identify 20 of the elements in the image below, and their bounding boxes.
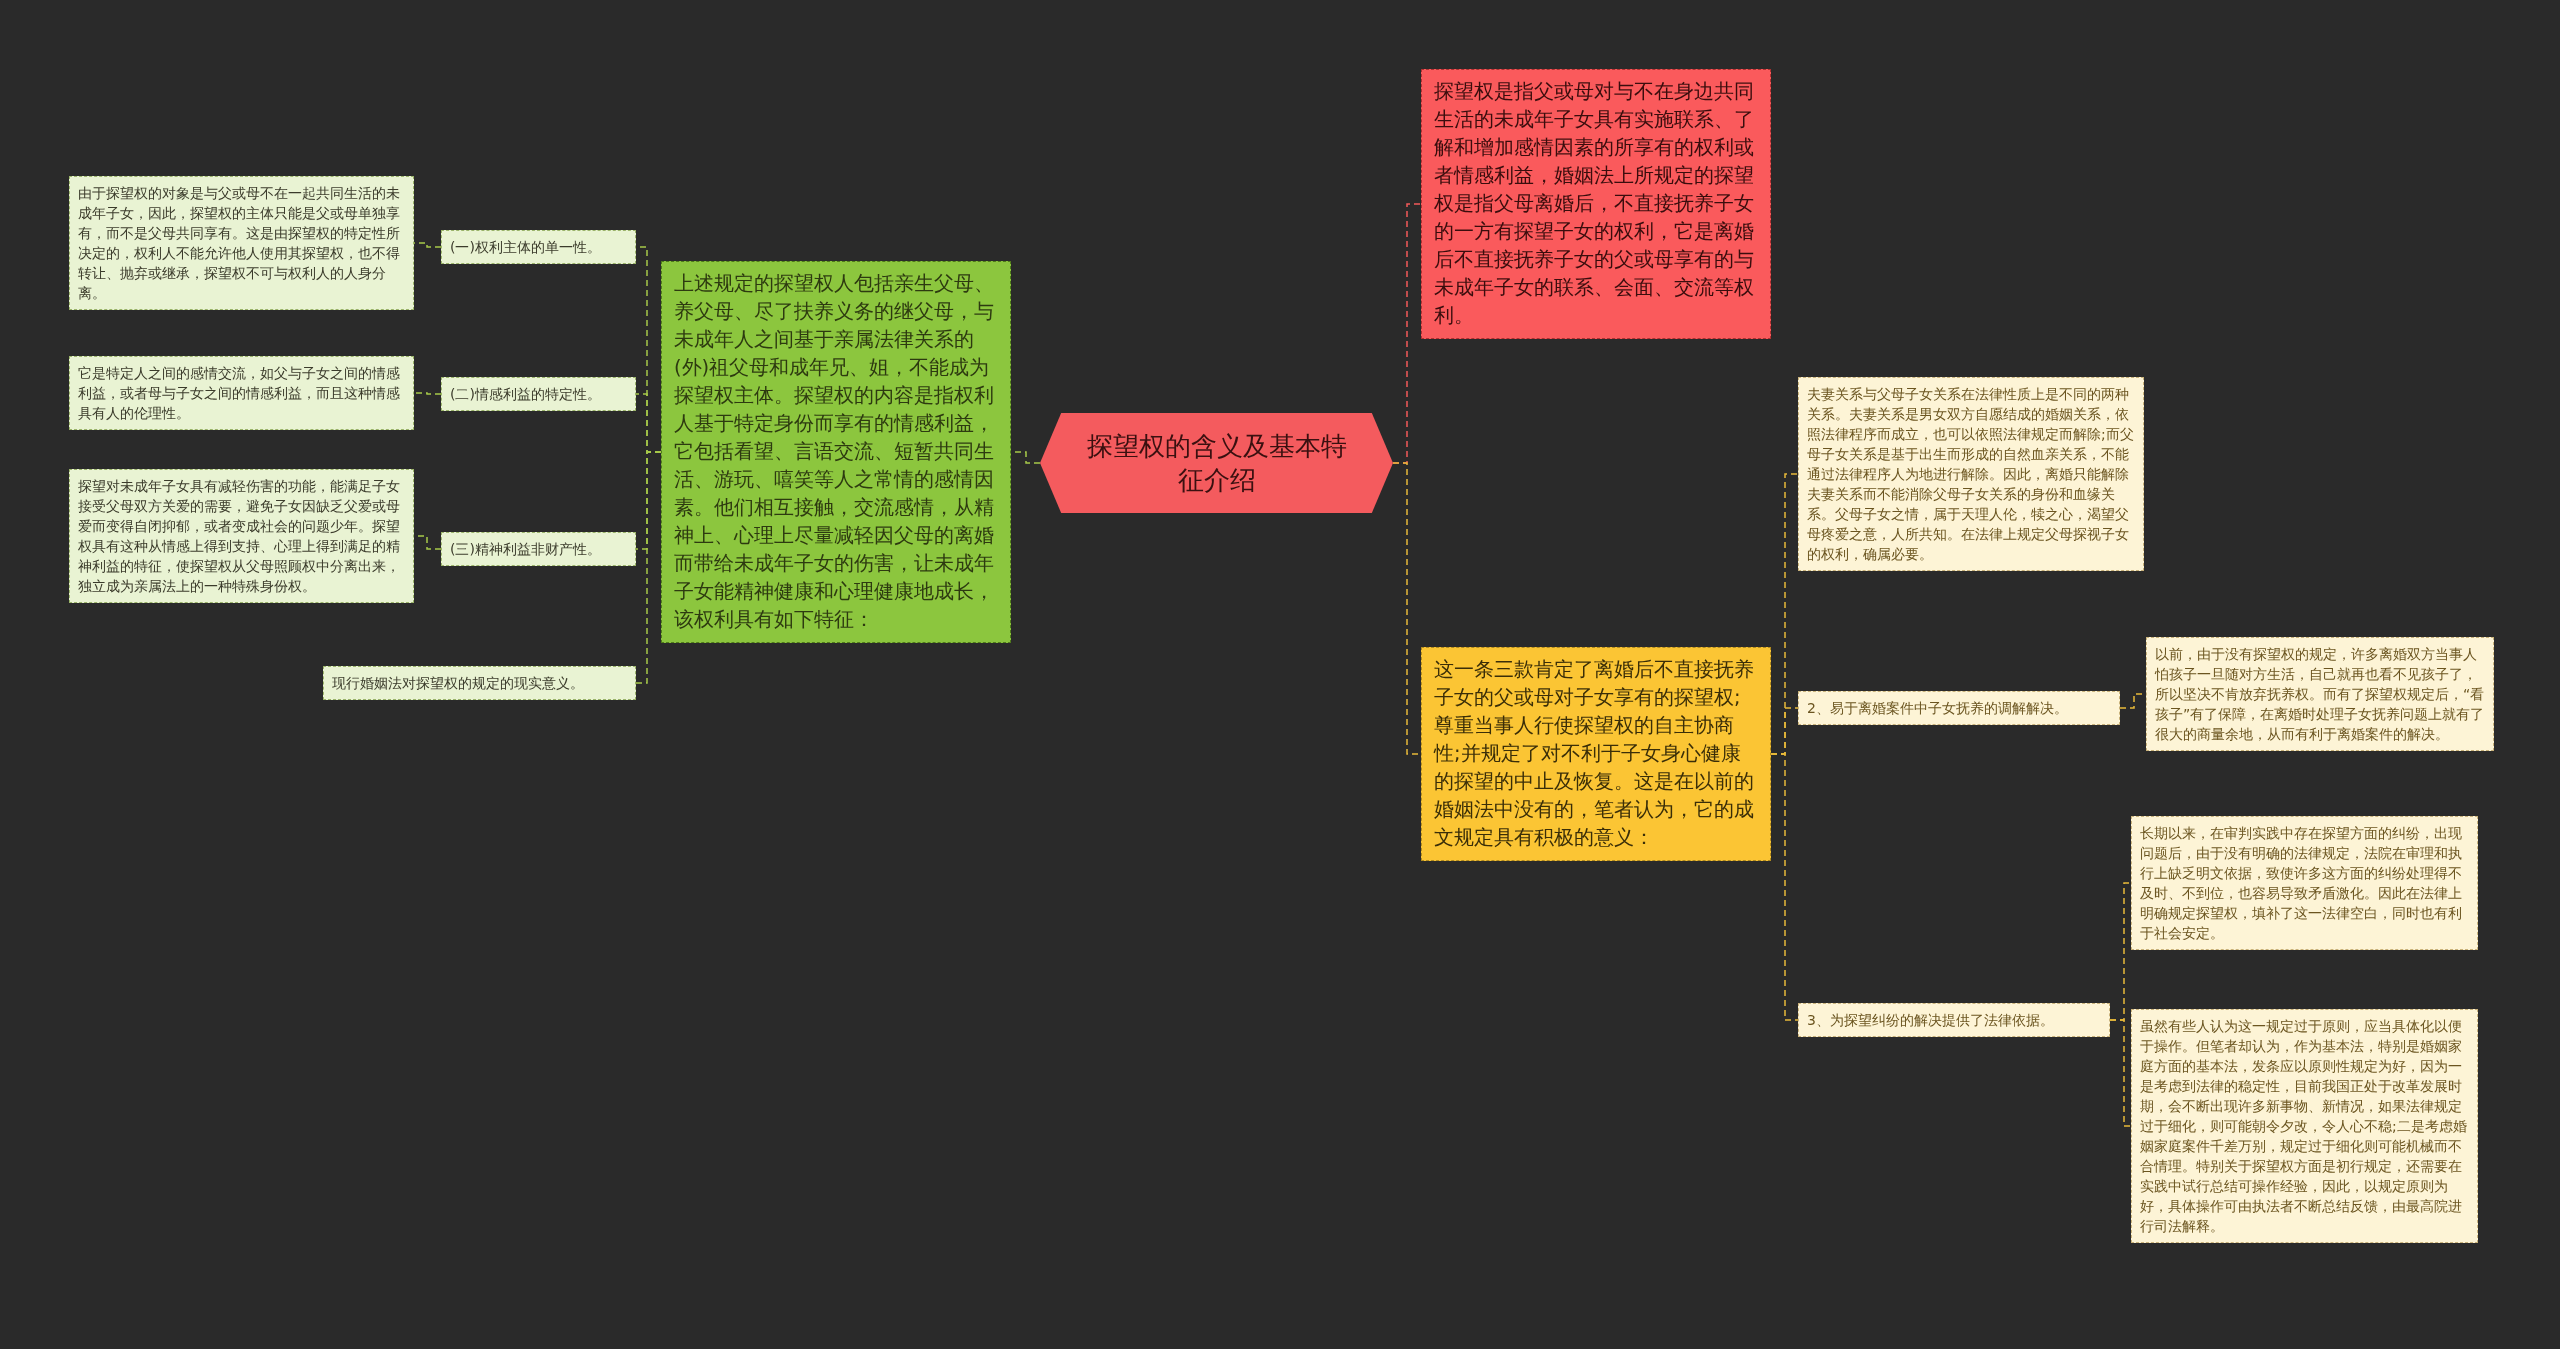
content-card: 上述规定的探望权人包括亲生父母、养父母、尽了扶养义务的继父母，与未成年人之间基于亲属法律关系的(外)祖父母和成年兄、姐，不能成为探望权主体。探望权的内容是指权利人基于特定身份而享有的情感利益，它包括看望、言语交流、短暂共同生活、游玩、嘻笑等人之常情的感情因素。他们相互接触，交流感情，从精神上、心理上尽量减轻因父母的离婚而带给未成年子女的伤害，让未成年子女能精神健康和心理健康地成长，该权利具有如下特征： [661,261,1011,643]
point-label: 2、易于离婚案件中子女抚养的调解解决。 [1798,691,2120,725]
feature-label: (二)情感利益的特定性。 [441,377,636,411]
feature-label: (一)权利主体的单一性。 [441,230,636,264]
connector-line [2109,1019,2132,1127]
detail-card: 探望对未成年子女具有减轻伤害的功能，能满足子女接受父母双方关爱的需要，避免子女因缺乏父爱或母爱而变得自闭抑郁，或者变成社会的问题少年。探望权具有这种从情感上得到支持、心理上得到满足的精神利益的特征，使探望权从父母照顾权中分离出来，独立成为亲属法上的一种特殊身份权。 [69,469,414,603]
meaning-card: 这一条三款肯定了离婚后不直接抚养子女的父或母对子女享有的探望权;尊重当事人行使探望权的自主协商性;并规定了对不利于子女身心健康的探望的中止及恢复。这是在以前的婚姻法中没有的，笔者认为，它的成文规定具有积极的意义： [1421,647,1771,861]
connector-line [635,451,662,684]
definition-card: 探望权是指父或母对与不在身边共同生活的未成年子女具有实施联系、了解和增加感情因素的所享有的权利或者情感利益，婚姻法上所规定的探望权是指父母离婚后，不直接抚养子女的一方有探望子女的权利，它是离婚后不直接抚养子女的父或母享有的与未成年子女的联系、会面、交流等权利。 [1421,69,1771,339]
point-label: 3、为探望纠纷的解决提供了法律依据。 [1798,1003,2110,1037]
feature-label: 现行婚姻法对探望权的规定的现实意义。 [323,666,636,700]
detail-card: 以前，由于没有探望权的规定，许多离婚双方当事人怕孩子一旦随对方生活，自己就再也看不见孩子了，所以坚决不肯放弃抚养权。而有了探望权规定后，“看孩子”有了保障，在离婚时处理子女抚养问题上就有了很大的商量余地，从而有利于离婚案件的解决。 [2146,637,2494,751]
detail-card: 虽然有些人认为这一规定过于原则，应当具体化以便于操作。但笔者却认为，作为基本法，特别是婚姻家庭方面的基本法，发条应以原则性规定为好，因为一是考虑到法律的稳定性，目前我国正处于改革发展时期，会不断出现许多新事物、新情况，如果法律规定过于细化，则可能朝令夕改，令人心不稳;二是考虑婚姻家庭案件千差万别，规定过于细化则可能机械而不合情理。特别关于探望权方面是初行规定，还需要在实践中试行总结可操作经验，因此，以规定原则为好，具体操作可由执法者不断总结反馈，由最高院进行司法解释。 [2131,1009,2478,1243]
detail-card: 夫妻关系与父母子女关系在法律性质上是不同的两种关系。夫妻关系是男女双方自愿结成的婚姻关系，依照法律程序而成立，也可以依照法律规定而解除;而父母子女关系是基于出生而形成的自然血亲关系，不能通过法律程序人为地进行解除。因此，离婚只能解除夫妻关系而不能消除父母子女关系的身份和血缘关系。父母子女之情，属于天理人伦，犊之心，渴望父母疼爱之意，人所共知。在法律上规定父母探视子女的权利，确属必要。 [1798,377,2144,571]
detail-card: 由于探望权的对象是与父或母不在一起共同生活的未成年子女，因此，探望权的主体只能是父或母单独享有，而不是父母共同享有。这是由探望权的特定性所决定的，权利人不能允许他人使用其探望权，也不得转让、抛弃或继承，探望权不可与权利人的人身分离。 [69,176,414,310]
detail-card: 长期以来，在审判实践中存在探望方面的纠纷，出现问题后，由于没有明确的法律规定，法院在审理和执行上缺乏明文依据，致使许多这方面的纠纷处理得不及时、不到位，也容易导致矛盾激化。因此在法律上明确规定探望权，填补了这一法律空白，同时也有利于社会安定。 [2131,816,2478,950]
connector-line [413,392,442,395]
feature-label: (三)精神利益非财产性。 [441,532,636,566]
connector-line [1770,753,1799,1021]
detail-card: 它是特定人之间的感情交流，如父与子女之间的情感利益，或者母与子女之间的情感利益，而且这种情感具有人的伦理性。 [69,356,414,430]
